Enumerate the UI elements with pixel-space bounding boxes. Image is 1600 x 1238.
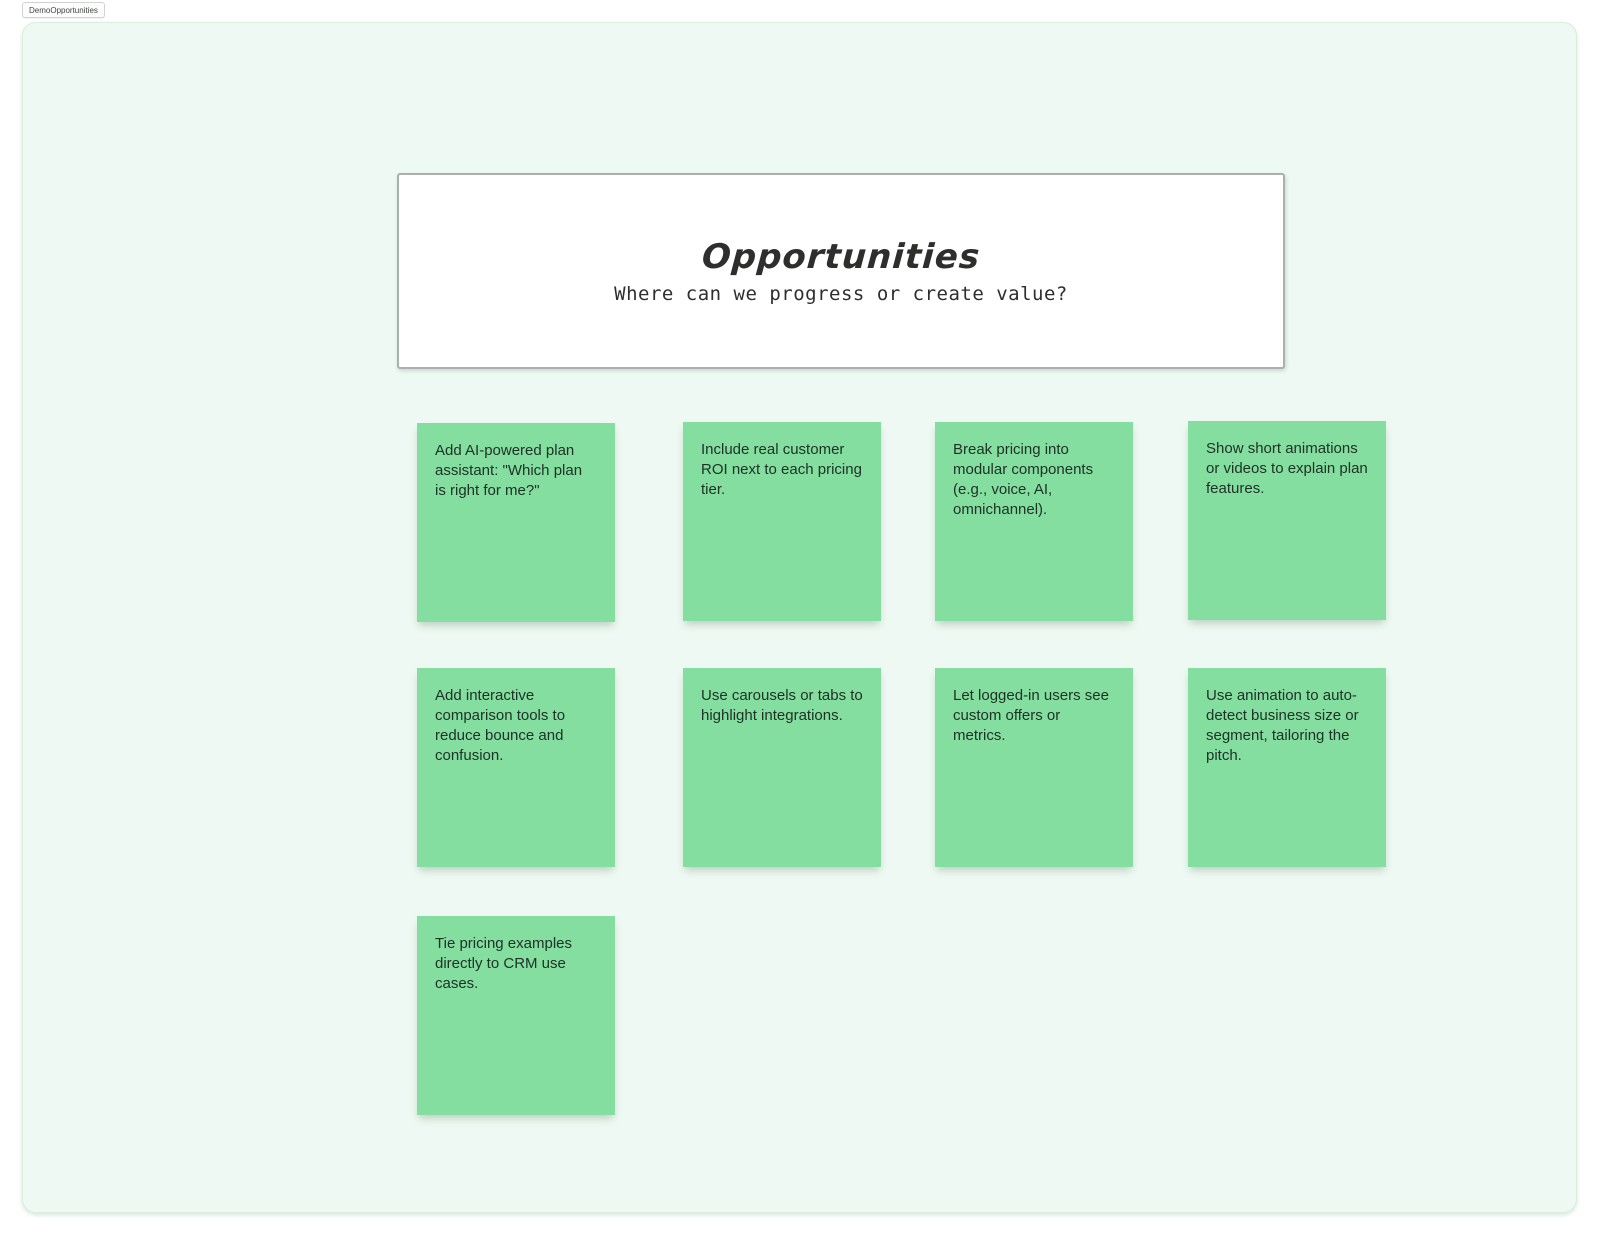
page-subtitle: Where can we progress or create value? <box>614 283 1068 305</box>
sticky-note[interactable]: Break pricing into modular components (e… <box>935 422 1133 621</box>
page-title: Opportunities <box>700 237 982 277</box>
sticky-note[interactable]: Tie pricing examples directly to CRM use… <box>417 916 615 1115</box>
sticky-note[interactable]: Add interactive comparison tools to redu… <box>417 668 615 867</box>
sticky-note[interactable]: Include real customer ROI next to each p… <box>683 422 881 621</box>
sticky-note[interactable]: Let logged-in users see custom offers or… <box>935 668 1133 867</box>
whiteboard-canvas[interactable]: Opportunities Where can we progress or c… <box>22 22 1577 1213</box>
sticky-note[interactable]: Use carousels or tabs to highlight integ… <box>683 668 881 867</box>
board-tab[interactable]: DemoOpportunities <box>22 2 105 18</box>
sticky-note[interactable]: Show short animations or videos to expla… <box>1188 421 1386 620</box>
sticky-note[interactable]: Add AI-powered plan assistant: "Which pl… <box>417 423 615 622</box>
sticky-note[interactable]: Use animation to auto-detect business si… <box>1188 668 1386 867</box>
title-frame[interactable]: Opportunities Where can we progress or c… <box>397 173 1285 369</box>
